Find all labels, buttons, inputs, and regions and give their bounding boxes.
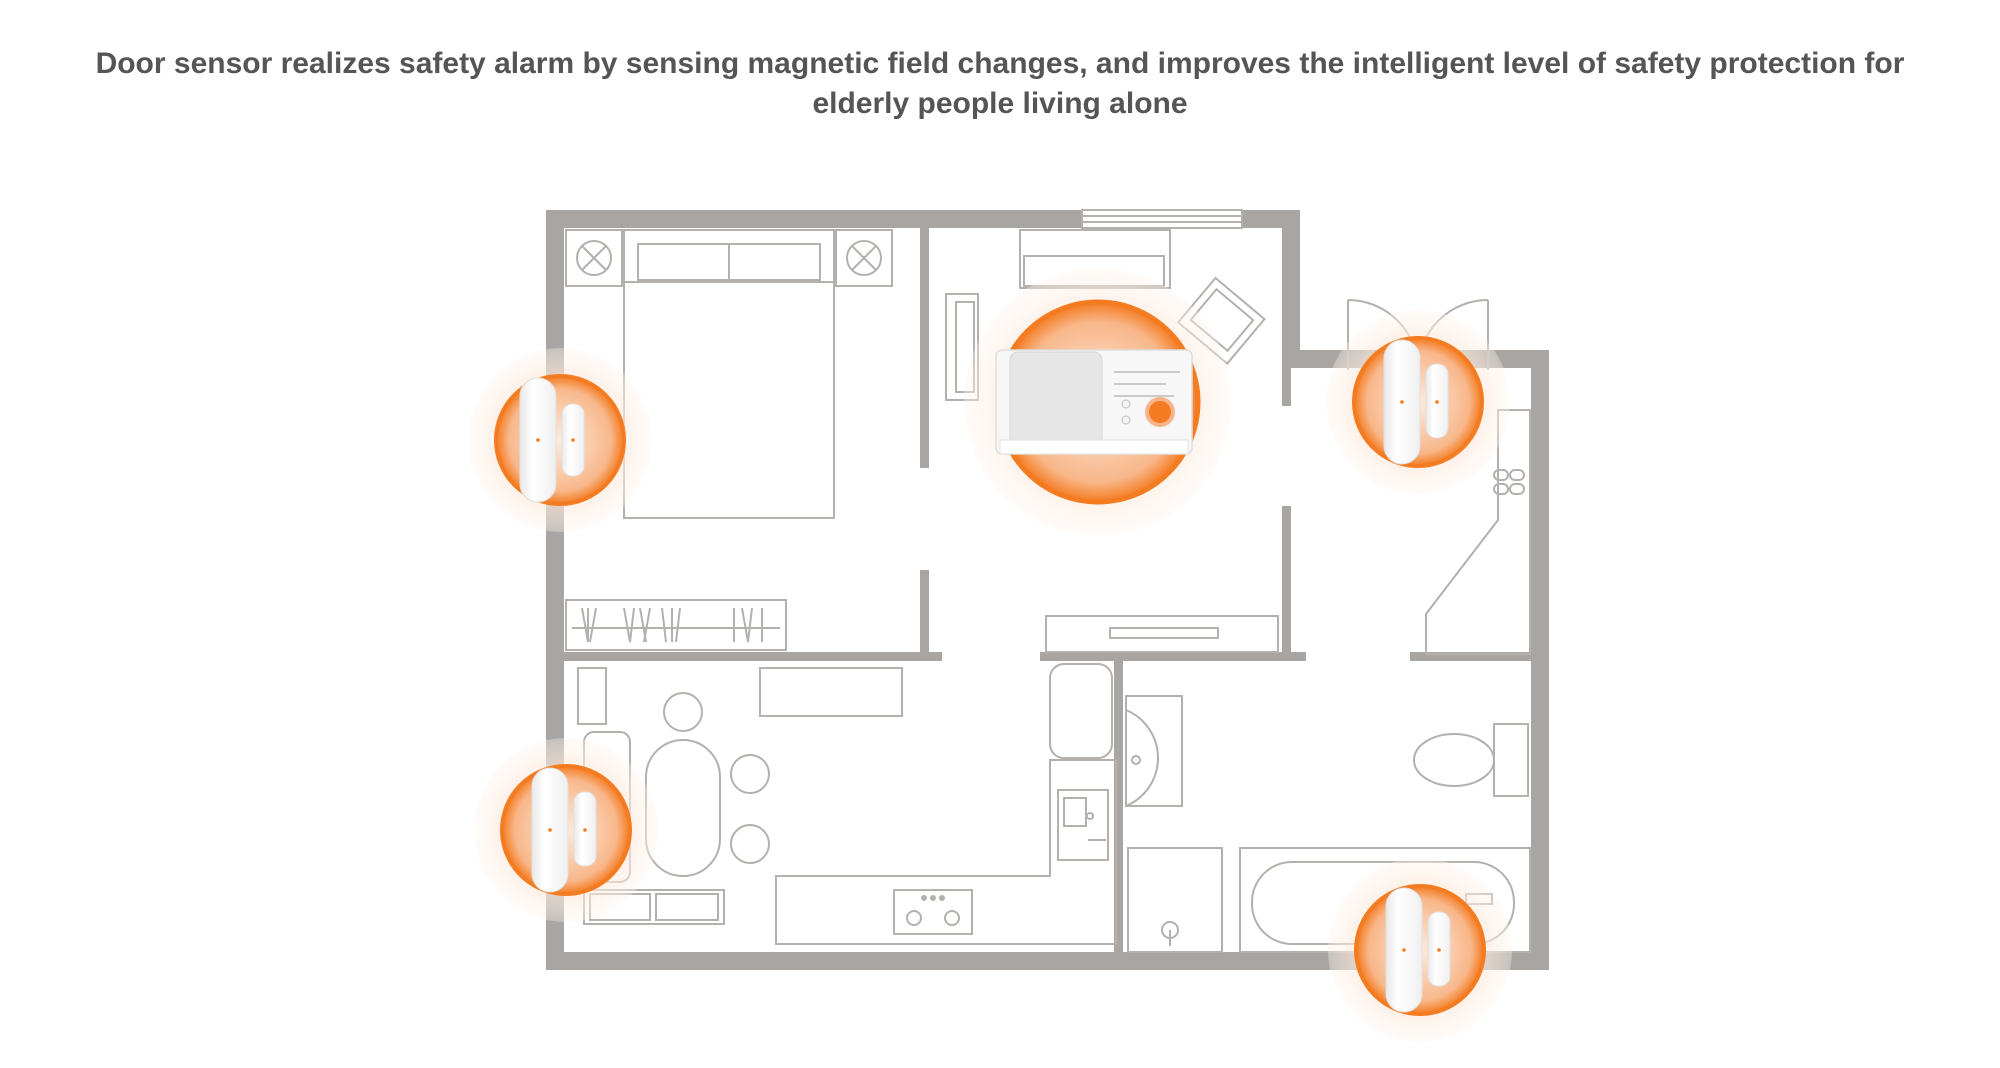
wall-middle-horizontal-left [546,652,942,661]
hub-screen-text [1114,371,1180,397]
top-window [1081,209,1243,229]
hub-sos-button [1145,397,1175,427]
wall-entry-upper [1282,362,1291,406]
toilet [1413,723,1529,797]
wall-entry-lower [1282,506,1291,656]
kitchen-counter [775,759,1117,945]
stove [893,889,973,935]
sensor-dining-window [474,738,658,922]
furniture [565,229,1531,953]
wall-middle-horizontal-far [1410,652,1549,661]
page-title-line-1: Door sensor realizes safety alarm by sen… [95,47,1905,80]
outer-wall-right-upper [1282,210,1300,368]
hub-volume-up-icon [1121,399,1131,409]
kitchen-sink-unit [1049,663,1113,861]
page-title: Door sensor realizes safety alarm by sen… [80,44,1920,124]
wall-bedroom-living-upper [920,210,929,468]
page-title-line-2: elderly people living alone [812,87,1188,120]
kitchen-cabinet [759,667,903,717]
wardrobe [565,599,787,651]
wall-bathroom-left [1114,656,1123,970]
sensor-entry-door [1326,310,1510,494]
slippers [1493,469,1525,495]
nightstand-left [565,229,623,287]
hub-speaker-grille [1009,351,1103,449]
double-bed [623,229,835,519]
wall-middle-horizontal-right [1040,652,1306,661]
hub-volume-down-icon [1121,415,1131,425]
nightstand-right [835,229,893,287]
fridge [577,667,607,725]
hub-base [999,439,1189,455]
washbasin [1125,695,1183,807]
wall-bedroom-living-lower [920,570,929,654]
sensor-bathroom-window [1328,858,1512,1042]
sensor-bedroom-window [468,348,652,532]
alarm-hub [964,268,1232,536]
outer-wall-top-left [546,210,922,228]
dining-table [645,692,770,877]
tv-console [1045,615,1279,653]
floor-drain [1127,847,1223,953]
shoe-cabinet [1425,409,1531,655]
outer-wall-bottom [546,952,1549,970]
